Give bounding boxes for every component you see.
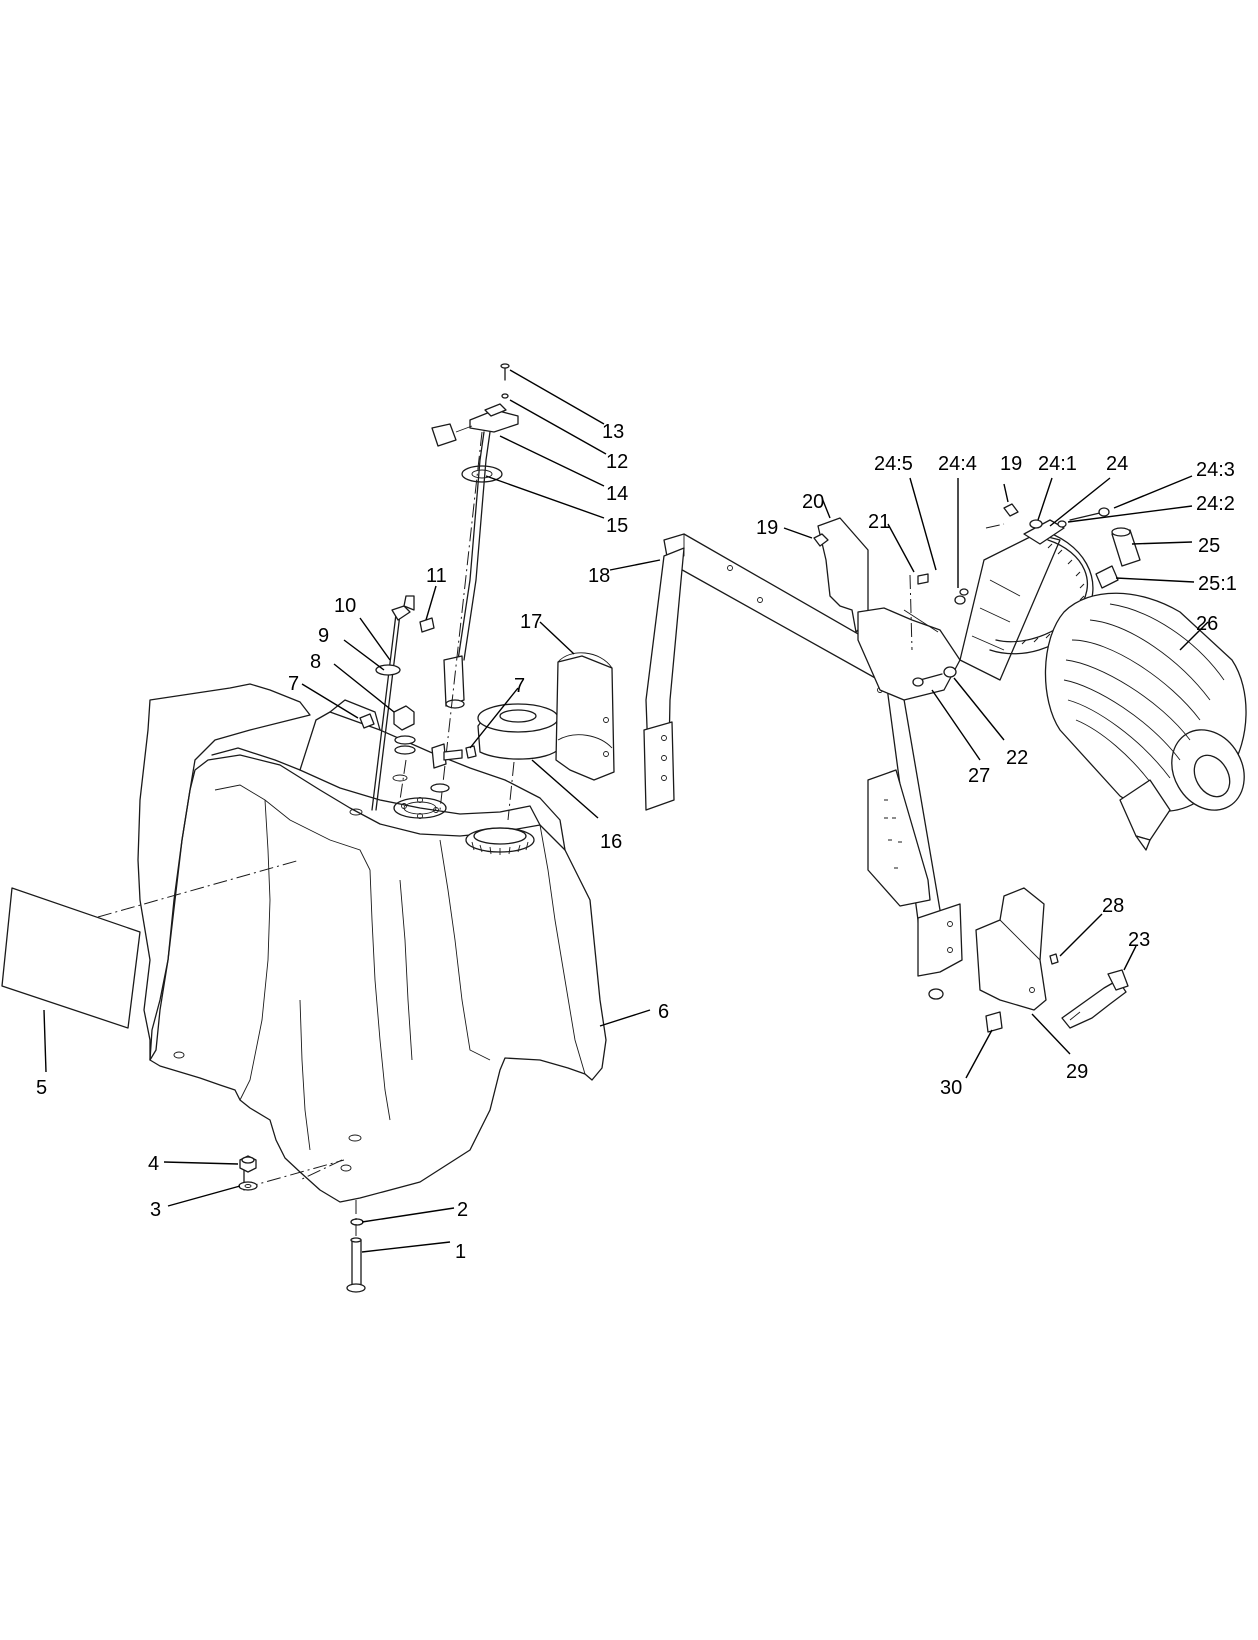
mounting-hardware-drawing — [238, 1155, 366, 1293]
fuel-fittings-drawing — [359, 595, 477, 811]
callout-24: 24 — [1106, 453, 1128, 475]
fuel-cap-drawing — [477, 703, 561, 821]
callout-17: 17 — [520, 611, 542, 633]
callout-19-left: 19 — [756, 517, 778, 539]
fuel-tank-drawing — [137, 683, 607, 1203]
mount-frame-18-drawing — [643, 533, 963, 1000]
callout-7-right: 7 — [514, 675, 525, 697]
callout-13: 13 — [602, 421, 624, 443]
callout-24-2: 24:2 — [1196, 493, 1235, 515]
callout-30: 30 — [940, 1077, 962, 1099]
callout-24-3: 24:3 — [1196, 459, 1235, 481]
callout-22: 22 — [1006, 747, 1028, 769]
callout-9: 9 — [318, 625, 329, 647]
callout-25: 25 — [1198, 535, 1220, 557]
callout-25-1: 25:1 — [1198, 573, 1237, 595]
callout-20: 20 — [802, 491, 824, 513]
callout-24-4: 24:4 — [938, 453, 977, 475]
vacuator-valve-drawing — [1095, 527, 1141, 589]
hardware-22-27-drawing — [912, 666, 957, 687]
air-cleaner-body-drawing — [959, 507, 1110, 681]
callout-5: 5 — [36, 1077, 47, 1099]
bracket-17-drawing — [555, 652, 615, 781]
callout-24-5: 24:5 — [874, 453, 913, 475]
callout-1: 1 — [455, 1241, 466, 1263]
callout-29: 29 — [1066, 1061, 1088, 1083]
decal-drawing — [1, 859, 301, 1029]
callout-23: 23 — [1128, 929, 1150, 951]
callout-4: 4 — [148, 1153, 159, 1175]
callout-28: 28 — [1102, 895, 1124, 917]
callout-19-top: 19 — [1000, 453, 1022, 475]
callout-labels: 1 2 3 4 5 6 7 7 8 9 10 11 12 13 14 15 16… — [36, 421, 1237, 1263]
fuel-sender-drawing — [431, 363, 519, 811]
callout-15: 15 — [606, 515, 628, 537]
callout-18: 18 — [588, 565, 610, 587]
callout-24-1: 24:1 — [1038, 453, 1077, 475]
callout-12: 12 — [606, 451, 628, 473]
hardware-nuts-drawing — [813, 503, 1019, 605]
callout-10: 10 — [334, 595, 356, 617]
callout-2: 2 — [457, 1199, 468, 1221]
callout-26: 26 — [1196, 613, 1218, 635]
callout-7-left: 7 — [288, 673, 299, 695]
callout-27: 27 — [968, 765, 990, 787]
shield-20-drawing — [817, 517, 961, 701]
air-filter-drawing — [1044, 592, 1247, 851]
bracket-29-drawing — [975, 887, 1129, 1033]
callout-21: 21 — [868, 511, 890, 533]
callout-8: 8 — [310, 651, 321, 673]
callout-16: 16 — [600, 831, 622, 853]
callout-3: 3 — [150, 1199, 161, 1221]
callout-11: 11 — [426, 565, 447, 587]
callout-14: 14 — [606, 483, 628, 505]
callout-6: 6 — [658, 1001, 669, 1023]
leader-lines — [43, 369, 1209, 1253]
